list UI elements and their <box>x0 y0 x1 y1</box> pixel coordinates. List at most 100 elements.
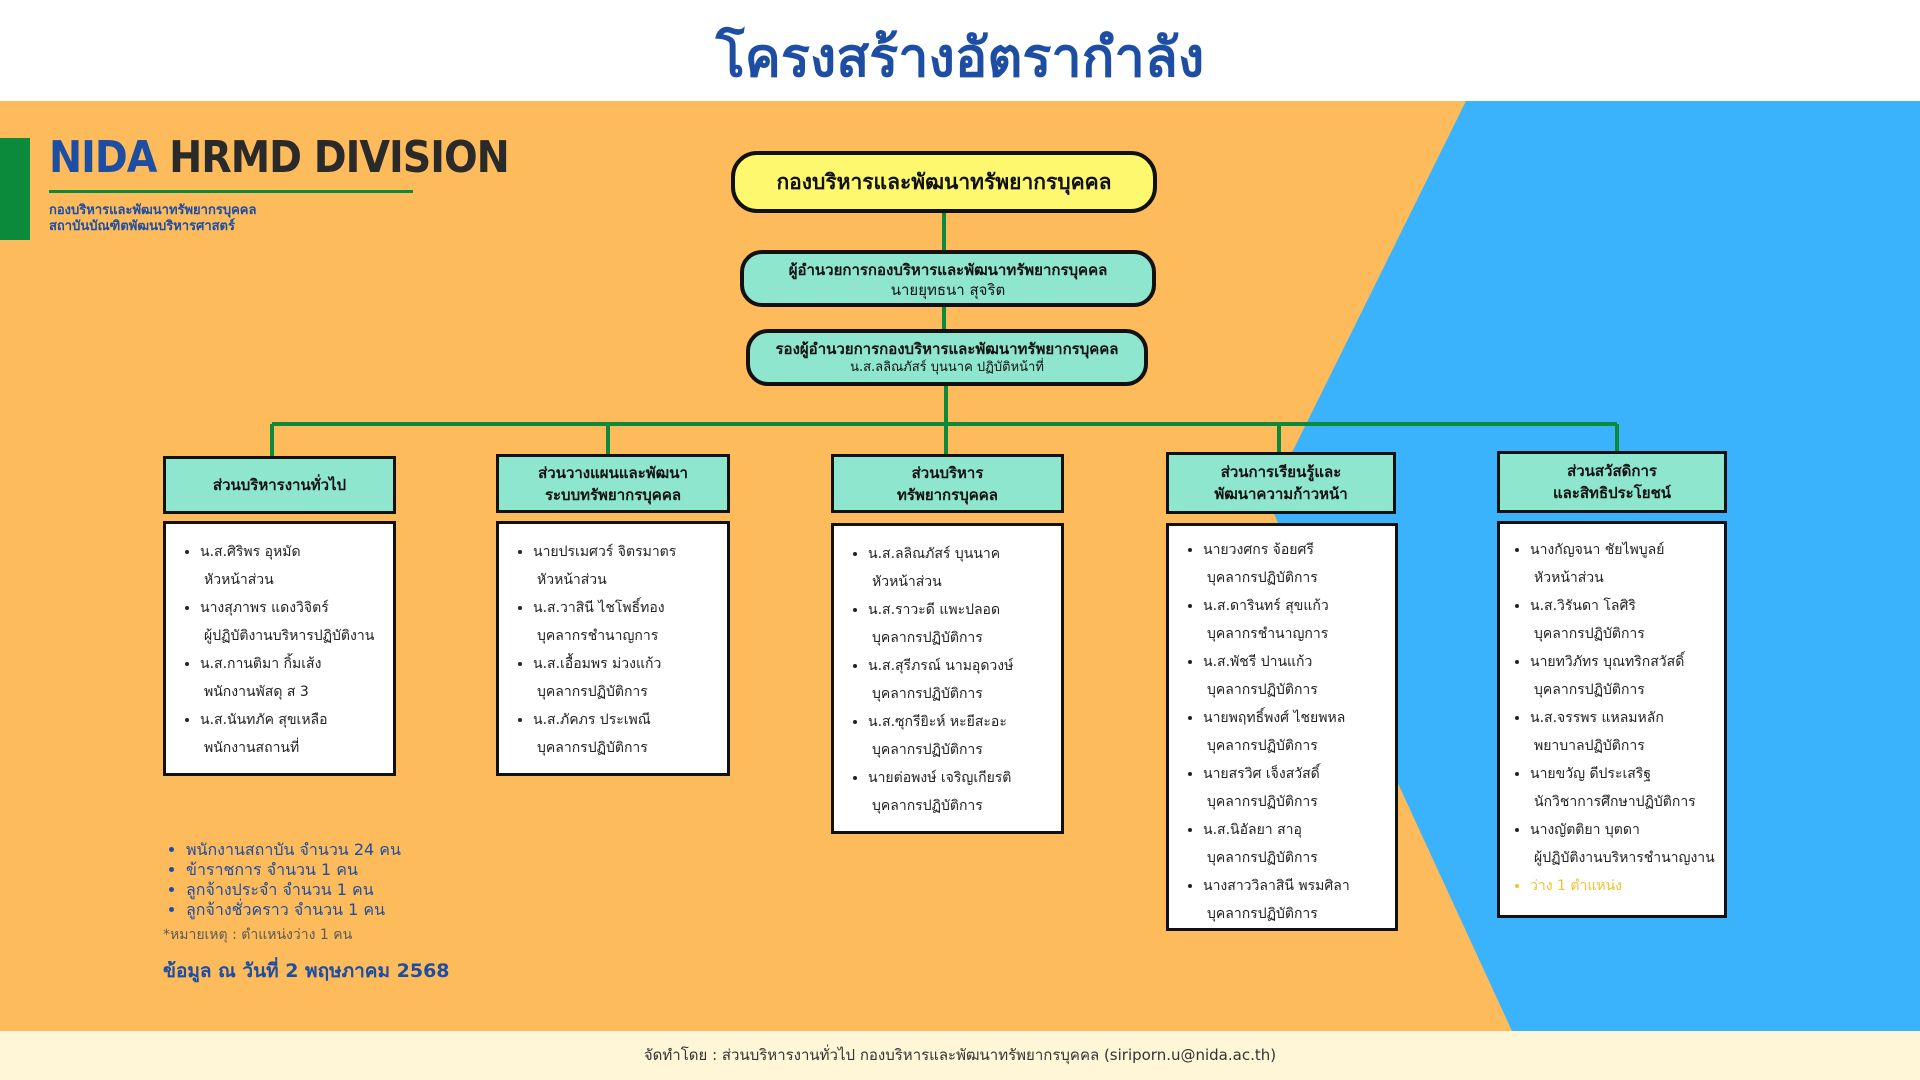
footnote: *หมายเหตุ : ตำแหน่งว่าง 1 คน <box>163 927 353 943</box>
member-item: น.ส.ภัคภร ประเพณีบุคลากรปฏิบัติการ <box>533 706 727 762</box>
member-item: น.ส.นิอัลยา สาอุบุคลากรปฏิบัติการ <box>1203 816 1395 872</box>
member-role: บุคลากรปฏิบัติการ <box>1534 682 1645 698</box>
member-name: น.ส.กานติมา กิ้มเส้ง <box>200 656 322 672</box>
member-role: บุคลากรปฏิบัติการ <box>1207 850 1318 866</box>
member-item: น.ส.นันทภัค สุขเหลือพนักงานสถานที่ <box>200 706 393 762</box>
member-name: นางสาววิลาสินี พรมศิลา <box>1203 878 1350 894</box>
member-item: นางสุภาพร แดงวิจิตร์ผู้ปฏิบัติงานบริหารป… <box>200 594 393 650</box>
member-role: บุคลากรปฏิบัติการ <box>872 742 983 758</box>
member-name: น.ส.ดารินทร์ สุขแก้ว <box>1203 598 1329 614</box>
brand-name-rest: HRMD DIVISION <box>169 132 510 183</box>
section-title-line-2: พัฒนาความก้าวหน้า <box>1214 485 1348 503</box>
section-header-learning: ส่วนการเรียนรู้และ พัฒนาความก้าวหน้า <box>1166 452 1396 514</box>
member-role: พนักงานสถานที่ <box>204 740 300 756</box>
member-item: นางญัตติยา บุตดาผู้ปฏิบัติงานบริหารชำนาญ… <box>1530 816 1724 872</box>
member-role: บุคลากรปฏิบัติการ <box>1207 906 1318 922</box>
member-name: นายวงศกร จ้อยศรี <box>1203 542 1314 558</box>
member-name: นายขวัญ ดีประเสริฐ <box>1530 766 1652 782</box>
member-item: น.ส.วิรันดา โลศิริบุคลากรปฏิบัติการ <box>1530 592 1724 648</box>
member-role: บุคลากรปฏิบัติการ <box>1534 626 1645 642</box>
member-item: น.ส.ศิริพร อุหมัดหัวหน้าส่วน <box>200 538 393 594</box>
deputy-name: น.ส.ลลิณภัสร์ บุนนาค ปฏิบัติหน้าที่ <box>850 360 1044 375</box>
member-role: บุคลากรชำนาญการ <box>537 628 659 644</box>
section-title-line-2: ระบบทรัพยากรบุคคล <box>544 485 682 504</box>
org-top-node: กองบริหารและพัฒนาทรัพยากรบุคคล <box>731 151 1157 213</box>
deputy-title: รองผู้อำนวยการกองบริหารและพัฒนาทรัพยากรบ… <box>775 340 1119 358</box>
member-role: ผู้ปฏิบัติงานบริหารปฏิบัติงาน <box>204 628 375 644</box>
director-title: ผู้อำนวยการกองบริหารและพัฒนาทรัพยากรบุคค… <box>788 261 1108 279</box>
section-title-line-1: ส่วนวางแผนและพัฒนา <box>538 463 688 482</box>
member-item: น.ส.เอื้อมพร ม่วงแก้วบุคลากรปฏิบัติการ <box>533 650 727 706</box>
footer-credit: จัดทำโดย : ส่วนบริหารงานทั่วไป กองบริหาร… <box>0 1031 1920 1080</box>
member-name: นางสุภาพร แดงวิจิตร์ <box>200 600 329 616</box>
director-name: นายยุทธนา สุจริต <box>890 281 1006 299</box>
section-title-line-1: ส่วนสวัสดิการ <box>1567 462 1657 480</box>
member-role: พยาบาลปฏิบัติการ <box>1534 738 1645 754</box>
section-title-line-2: และสิทธิประโยชน์ <box>1552 484 1672 502</box>
brand-subtitle-line-2: สถาบันบัณฑิตพัฒนบริหารศาสตร์ <box>49 219 235 234</box>
staff-stats: พนักงานสถาบัน จำนวน 24 คน ข้าราชการ จำนว… <box>160 840 401 920</box>
vacant-position-item: ว่าง 1 ตำแหน่ง <box>1530 872 1724 900</box>
section-members-general-admin: น.ส.ศิริพร อุหมัดหัวหน้าส่วน นางสุภาพร แ… <box>163 521 396 776</box>
member-item: นายต่อพงษ์ เจริญเกียรติบุคลากรปฏิบัติการ <box>868 764 1061 820</box>
section-title-line-1: ส่วนบริหาร <box>911 463 984 482</box>
brand-accent-bar <box>0 138 30 240</box>
member-item: นายทวิภัทร บุณทริกสวัสดิ์บุคลากรปฏิบัติก… <box>1530 648 1724 704</box>
section-members-learning: นายวงศกร จ้อยศรีบุคลากรปฏิบัติการ น.ส.ดา… <box>1166 523 1398 931</box>
section-title-line-1: ส่วนบริหารงานทั่วไป <box>212 476 347 494</box>
member-item: น.ส.กานติมา กิ้มเส้งพนักงานพัสดุ ส 3 <box>200 650 393 706</box>
member-role: หัวหน้าส่วน <box>872 574 942 590</box>
member-item: นายขวัญ ดีประเสริฐนักวิชาการศึกษาปฏิบัติ… <box>1530 760 1724 816</box>
member-name: นายต่อพงษ์ เจริญเกียรติ <box>868 770 1012 786</box>
member-role: บุคลากรปฏิบัติการ <box>1207 570 1318 586</box>
member-name: น.ส.นิอัลยา สาอุ <box>1203 822 1302 838</box>
member-item: น.ส.พัชรี ปานแก้วบุคลากรปฏิบัติการ <box>1203 648 1395 704</box>
member-role: พนักงานพัสดุ ส 3 <box>204 684 309 700</box>
member-name: น.ส.เอื้อมพร ม่วงแก้ว <box>533 656 662 672</box>
member-name: น.ส.ราวะดี แพะปลอด <box>868 602 1001 618</box>
member-role: บุคลากรปฏิบัติการ <box>1207 794 1318 810</box>
member-name: น.ส.ลลิณภัสร์ บุนนาค <box>868 546 1001 562</box>
section-header-welfare: ส่วนสวัสดิการ และสิทธิประโยชน์ <box>1497 451 1727 513</box>
member-name: น.ส.วิรันดา โลศิริ <box>1530 598 1636 614</box>
as-of-date: ข้อมูล ณ วันที่ 2 พฤษภาคม 2568 <box>163 960 450 982</box>
member-role: นักวิชาการศึกษาปฏิบัติการ <box>1534 794 1696 810</box>
member-role: บุคลากรปฏิบัติการ <box>872 798 983 814</box>
member-role: บุคลากรปฏิบัติการ <box>537 684 648 700</box>
section-header-hr-admin: ส่วนบริหาร ทรัพยากรบุคคล <box>831 454 1064 513</box>
deputy-director-node: รองผู้อำนวยการกองบริหารและพัฒนาทรัพยากรบ… <box>746 329 1148 386</box>
member-role: บุคลากรปฏิบัติการ <box>537 740 648 756</box>
member-name: น.ส.ซุกรียิะห์ หะยีสะอะ <box>868 714 1007 730</box>
stat-item: ลูกจ้างชั่วคราว จำนวน 1 คน <box>186 900 401 920</box>
stat-item: ลูกจ้างประจำ จำนวน 1 คน <box>186 880 401 900</box>
member-name: น.ส.พัชรี ปานแก้ว <box>1203 654 1313 670</box>
director-node: ผู้อำนวยการกองบริหารและพัฒนาทรัพยากรบุคค… <box>740 250 1156 307</box>
section-title-line-2: ทรัพยากรบุคคล <box>897 485 998 504</box>
member-item: น.ส.ดารินทร์ สุขแก้วบุคลากรชำนาญการ <box>1203 592 1395 648</box>
stat-item: ข้าราชการ จำนวน 1 คน <box>186 860 401 880</box>
member-name: นายปรเมศวร์ จิตรมาตร <box>533 544 677 560</box>
section-header-planning: ส่วนวางแผนและพัฒนา ระบบทรัพยากรบุคคล <box>496 454 730 513</box>
brand-subtitle: กองบริหารและพัฒนาทรัพยากรบุคคล สถาบันบัณ… <box>49 203 256 235</box>
member-name: น.ส.จรรพร แหลมหลัก <box>1530 710 1664 726</box>
member-name: น.ส.ภัคภร ประเพณี <box>533 712 651 728</box>
member-item: นายวงศกร จ้อยศรีบุคลากรปฏิบัติการ <box>1203 536 1395 592</box>
brand-subtitle-line-1: กองบริหารและพัฒนาทรัพยากรบุคคล <box>49 203 257 218</box>
member-role: หัวหน้าส่วน <box>537 572 607 588</box>
brand-underline <box>49 190 413 193</box>
brand-name-accent: NIDA <box>49 132 157 183</box>
page-title: โครงสร้างอัตรากำลัง <box>715 26 1205 89</box>
member-item: นางกัญจนา ชัยไพบูลย์หัวหน้าส่วน <box>1530 536 1724 592</box>
member-role: บุคลากรปฏิบัติการ <box>1207 682 1318 698</box>
section-members-welfare: นางกัญจนา ชัยไพบูลย์หัวหน้าส่วน น.ส.วิรั… <box>1497 521 1727 918</box>
member-role: บุคลากรปฏิบัติการ <box>1207 738 1318 754</box>
